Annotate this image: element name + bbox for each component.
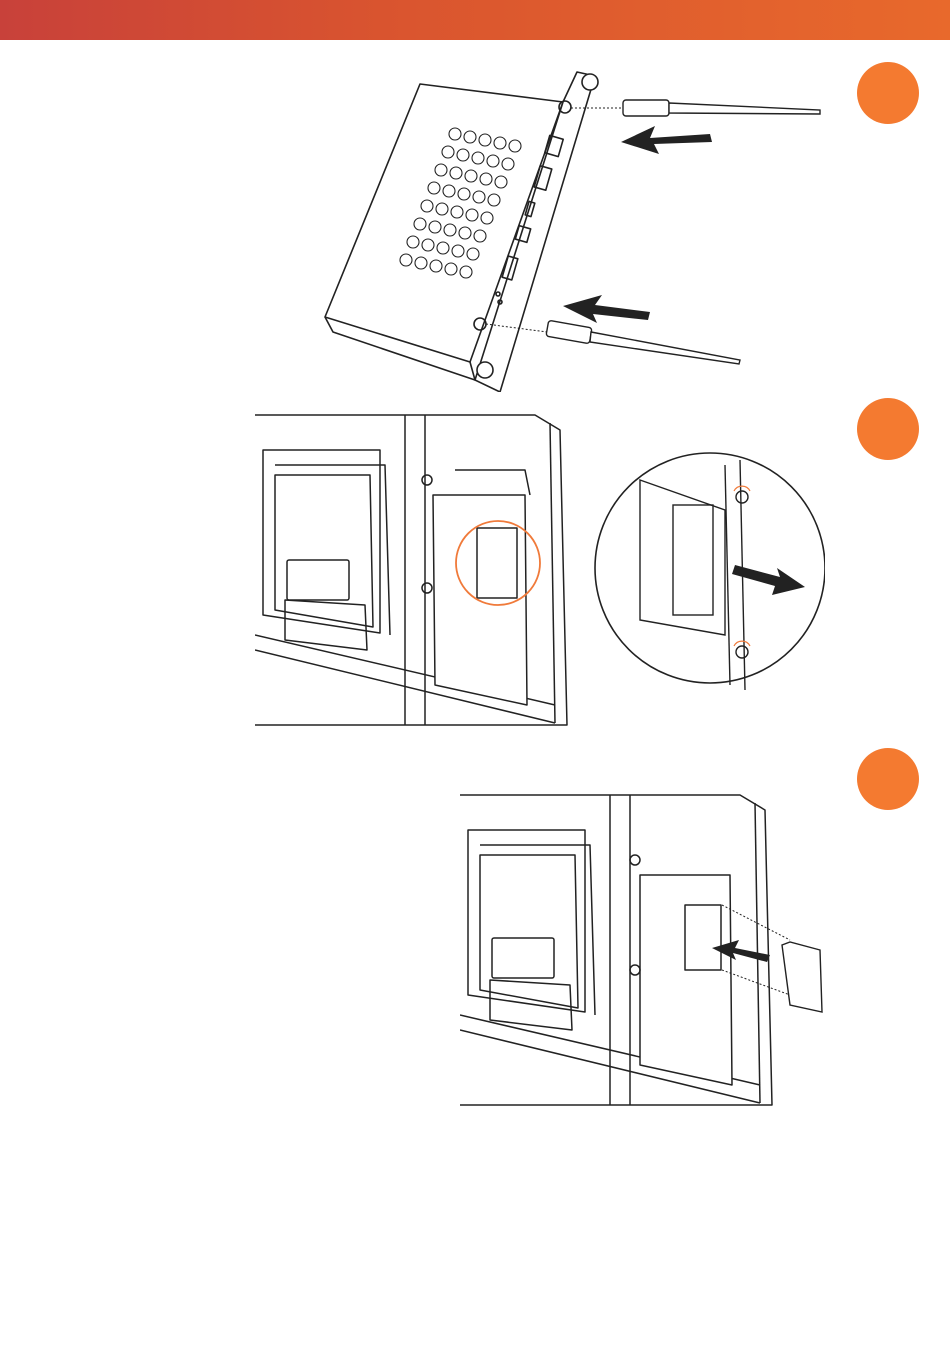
remove-cover-illustration bbox=[255, 405, 825, 730]
step-badge-2 bbox=[857, 398, 919, 460]
step-badge-1 bbox=[857, 62, 919, 124]
header-bar bbox=[0, 0, 950, 40]
antenna-attach-illustration bbox=[315, 62, 835, 392]
step-badge-3 bbox=[857, 748, 919, 810]
insert-module-illustration bbox=[460, 790, 830, 1110]
